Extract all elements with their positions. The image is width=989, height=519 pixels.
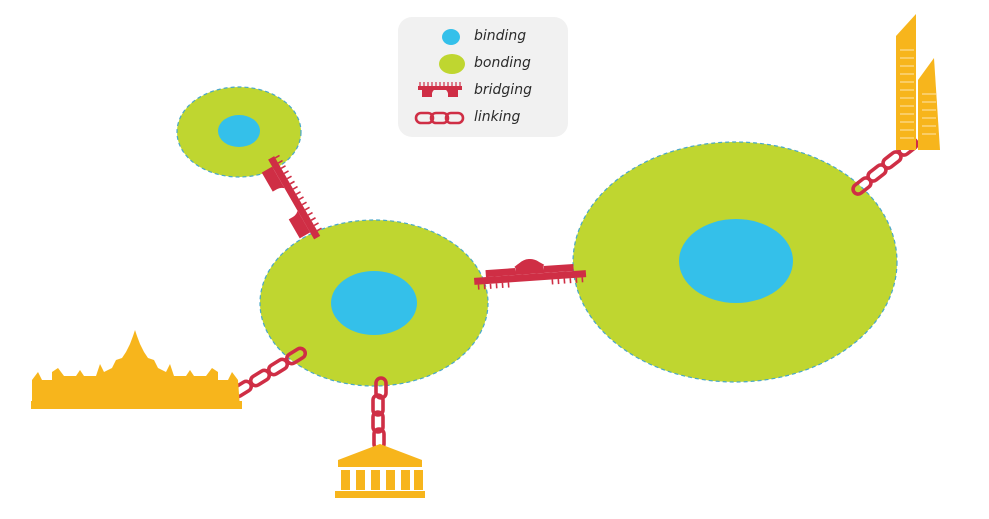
skyscraper-icon xyxy=(896,14,940,150)
chain-medium-to-institution xyxy=(371,376,388,451)
bridge-swatch-icon xyxy=(418,82,462,97)
legend-item-binding: binding xyxy=(398,25,568,49)
medium-group-binding xyxy=(331,271,417,335)
small-group-binding xyxy=(218,115,260,147)
large-group-binding xyxy=(679,219,793,303)
legend-item-bridging: bridging xyxy=(398,79,568,103)
legend-item-linking: linking xyxy=(398,106,568,130)
legend-label-bridging: bridging xyxy=(474,82,532,98)
bridge-medium-to-large xyxy=(473,259,587,290)
binding-swatch-icon xyxy=(442,29,460,45)
parliament-icon xyxy=(31,330,242,409)
bonding-swatch-icon xyxy=(439,54,465,74)
legend-label-bonding: bonding xyxy=(474,55,531,71)
legend: binding bonding bridging xyxy=(398,17,568,137)
legend-item-bonding: bonding xyxy=(398,52,568,76)
bridge-small-to-medium xyxy=(261,154,322,240)
institution-icon xyxy=(335,444,425,498)
chain-swatch-icon xyxy=(414,111,465,125)
legend-label-linking: linking xyxy=(474,109,521,125)
chain-medium-to-parliament xyxy=(230,346,308,399)
legend-label-binding: binding xyxy=(474,28,527,44)
